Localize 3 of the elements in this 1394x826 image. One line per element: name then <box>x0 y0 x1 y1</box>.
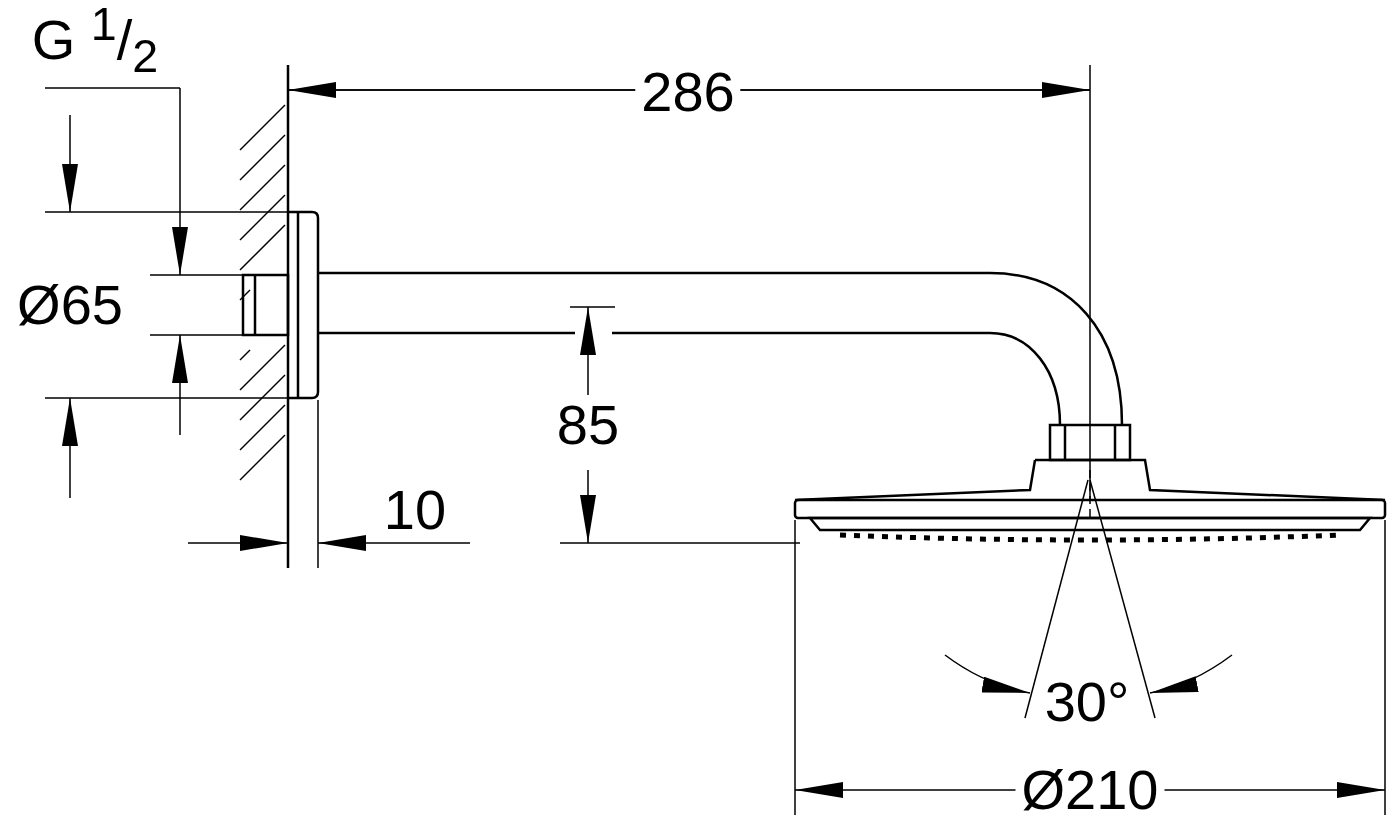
dimension-label: Ø65 <box>16 277 124 333</box>
dimension-label: 30° <box>1043 674 1131 730</box>
dimension-label: G $^{1}$/$_{2}$ <box>30 0 160 80</box>
